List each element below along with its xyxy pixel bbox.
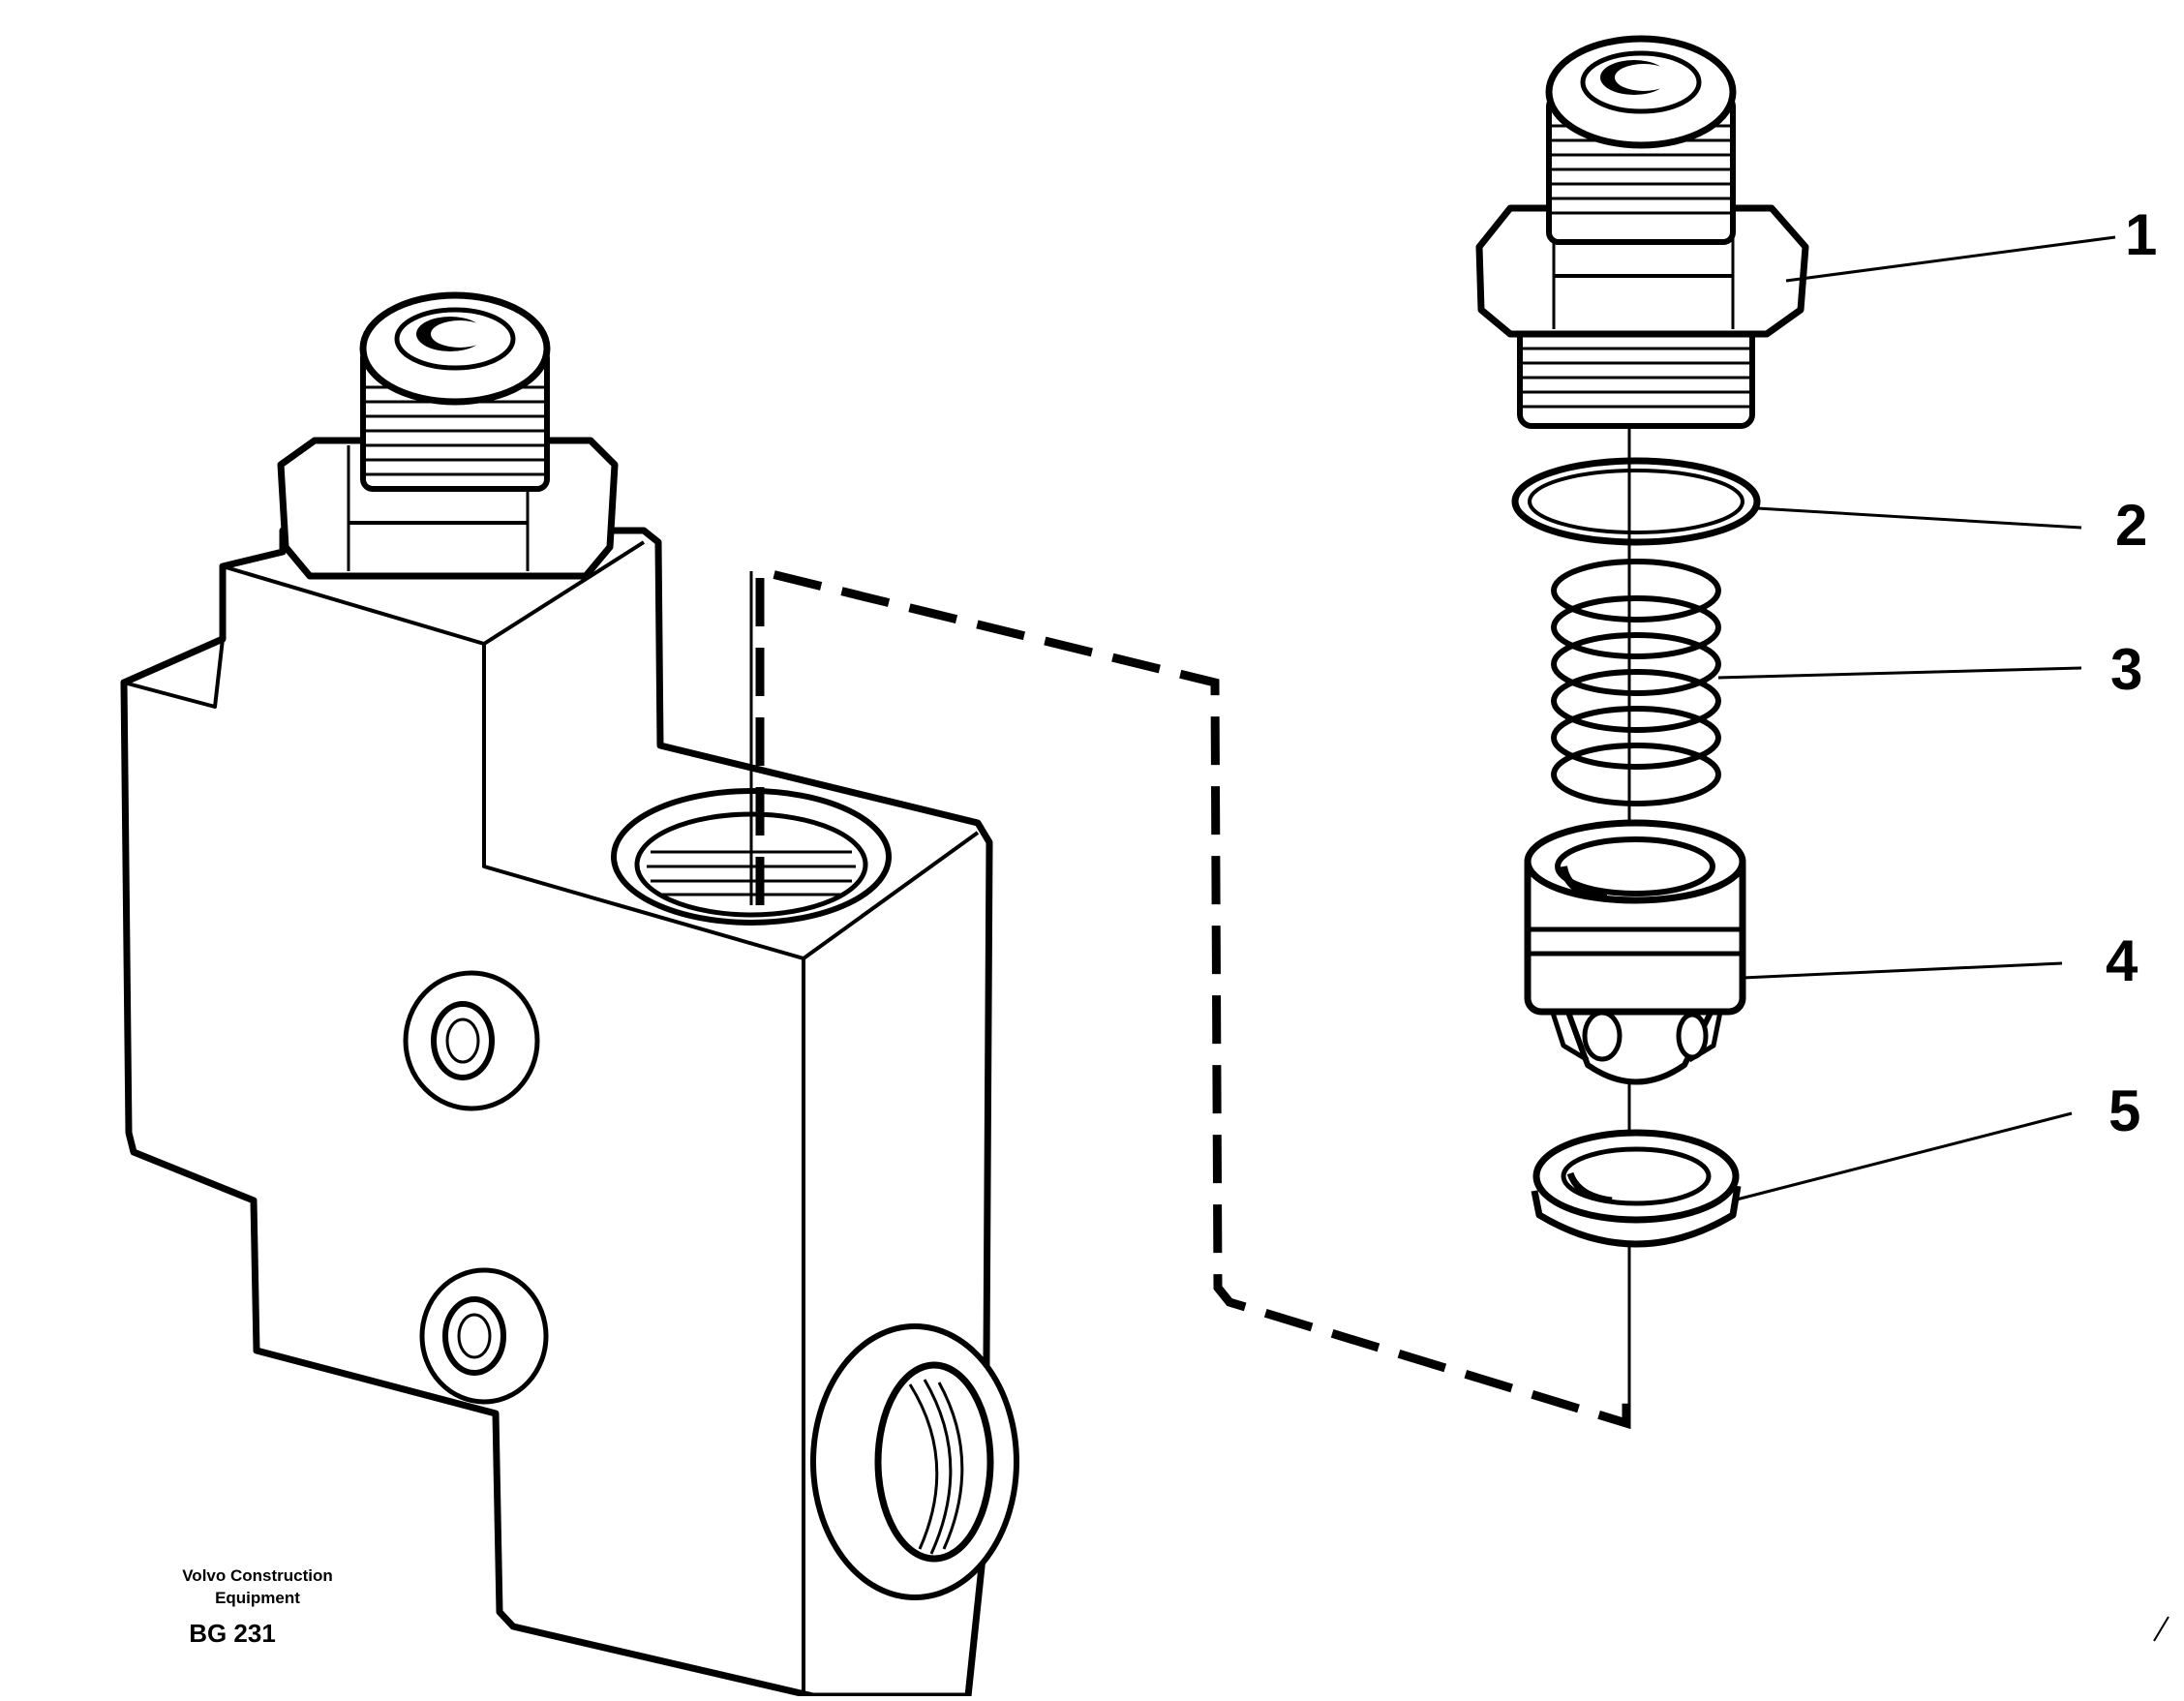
callout-3: 3 xyxy=(2110,637,2142,702)
credit-line-1: Volvo Construction xyxy=(182,1566,333,1585)
leader-line-5 xyxy=(1732,1111,2073,1202)
leader-line-4 xyxy=(1742,961,2063,980)
credit-line-2: Equipment xyxy=(215,1589,300,1607)
part-1-union xyxy=(1475,35,1809,429)
callout-numbers: 1 2 3 4 5 xyxy=(2106,202,2157,1143)
figure-id: BG 231 xyxy=(189,1619,276,1648)
side-port-lower xyxy=(419,1267,549,1405)
leader-line-3 xyxy=(1717,666,2082,680)
assembly-dashed-line xyxy=(755,565,1631,1430)
stray-mark xyxy=(2153,1616,2169,1642)
leader-line-2 xyxy=(1756,506,2082,530)
part-2-o-ring xyxy=(1511,457,1761,546)
top-port-bore xyxy=(611,571,892,926)
block-fitting xyxy=(277,291,619,580)
callout-1: 1 xyxy=(2125,202,2157,267)
side-port-upper xyxy=(403,970,540,1111)
figure-credit: Volvo Construction Equipment BG 231 xyxy=(182,1566,333,1648)
callout-4: 4 xyxy=(2106,928,2138,993)
callout-2: 2 xyxy=(2115,493,2147,558)
front-port xyxy=(810,1323,1019,1600)
part-3-spring xyxy=(1551,559,1721,806)
part-5-seat-ring xyxy=(1531,1129,1742,1248)
leader-line-1 xyxy=(1785,235,2116,283)
part-4-valve-piston xyxy=(1524,819,1746,1085)
callout-5: 5 xyxy=(2108,1078,2140,1143)
leader-lines xyxy=(1717,235,2116,1202)
